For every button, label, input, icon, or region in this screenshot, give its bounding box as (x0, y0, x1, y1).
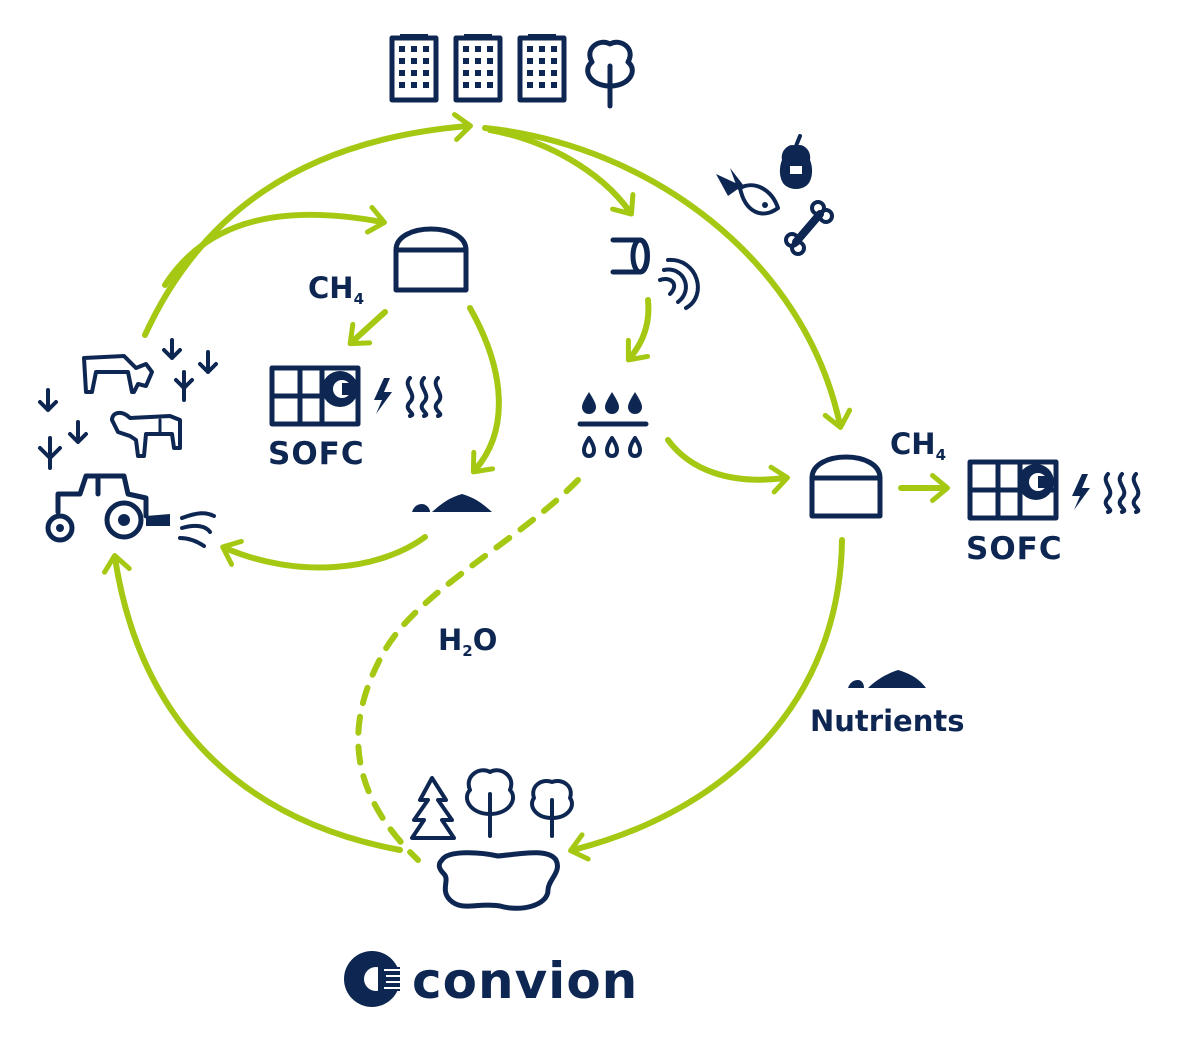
methane-label: CH (308, 271, 354, 305)
methane-subscript: 4 (354, 290, 364, 308)
cow-icon (110, 411, 182, 458)
arrow-digester-left-to-sofc-left (347, 309, 388, 347)
cow-icon (82, 354, 154, 394)
sofc-unit-icon (269, 365, 361, 427)
water-treatment-icon (577, 392, 649, 458)
arrow-digester-right-to-lake (568, 537, 845, 862)
nutrients-pile-icon (412, 494, 492, 512)
forest-icon (410, 768, 574, 840)
building-icon (389, 34, 439, 103)
water-subscript: 2 (462, 642, 472, 660)
methane-subscript: 4 (936, 446, 946, 464)
water-label-h: H (438, 623, 462, 657)
convion-wordmark: convion (412, 952, 638, 1010)
tree-icon (530, 779, 574, 838)
arrow-city-to-sewage-pipe (487, 127, 636, 217)
arrow-digester-left-to-nutrients-left (467, 305, 502, 475)
sofc-label: SOFC (268, 436, 365, 472)
building-icon (517, 34, 567, 103)
tree-icon (585, 39, 635, 109)
arrow-nutrients-to-tractor (220, 534, 428, 571)
convion-logo: convion (344, 951, 638, 1010)
apple-core-icon (779, 134, 813, 189)
svg-text:CH4: CH4 (890, 427, 946, 464)
arrow-pipe-to-water-treatment (625, 297, 652, 363)
sprout-icons (38, 338, 218, 470)
sofc-label: SOFC (966, 531, 1063, 567)
biogas-digester-icon (393, 226, 469, 293)
electricity-icon (1072, 474, 1090, 510)
arrow-water-treatment-to-digester-right (665, 437, 790, 495)
electricity-icon (374, 378, 392, 414)
arrow-city-to-digester-right (482, 125, 853, 430)
arrow-lake-to-tractor (102, 553, 403, 853)
dashed-water-flow (355, 477, 581, 863)
tractor-icon (45, 473, 216, 548)
nutrients-label: Nutrients (810, 704, 964, 738)
methane-label: CH (890, 427, 936, 461)
svg-text:H2O: H2O (438, 623, 497, 660)
food-waste-icons (716, 134, 834, 256)
biogas-digester-icon (809, 454, 883, 519)
sewage-pipe-icon (610, 237, 700, 310)
sofc-unit-icon (967, 459, 1059, 521)
fish-bone-icon (716, 168, 780, 216)
building-icon (453, 34, 503, 103)
lake-icon (436, 850, 560, 911)
arrow-farm-to-digester-left (162, 204, 387, 288)
heat-icon (1103, 472, 1141, 514)
nutrients-pile-icon (848, 670, 926, 688)
flow-arrows (102, 112, 950, 863)
convion-logo-mark (344, 951, 402, 1007)
bone-icon (784, 200, 834, 256)
tree-icon (464, 768, 516, 838)
water-label-o: O (473, 623, 498, 657)
city-buildings-icon (389, 34, 635, 109)
arrow-farm-to-city (142, 112, 473, 338)
svg-text:CH4: CH4 (308, 271, 364, 308)
heat-icon (405, 376, 443, 418)
